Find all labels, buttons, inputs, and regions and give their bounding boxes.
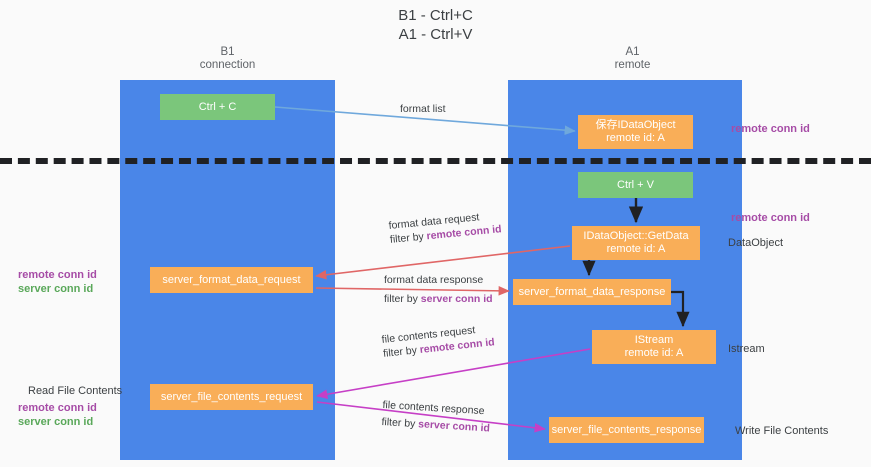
lane-header-b1: B1 connection <box>150 46 305 72</box>
caption-read-file-contents: Read File Contents <box>28 385 123 397</box>
label-format-data-response-main: format data response <box>384 274 484 286</box>
caption-left-server-conn-id-2: server conn id <box>18 416 94 428</box>
label-format-data-response-filter: filter by server conn id <box>384 292 493 306</box>
label-format-data-request: format data request filter by remote con… <box>388 208 502 247</box>
filter-prefix: filter by <box>389 230 428 246</box>
lane-b1-subtitle: connection <box>199 59 256 71</box>
title-line-1: B1 - Ctrl+C <box>398 7 473 24</box>
filter-prefix: filter by <box>382 344 421 360</box>
caption-istream: Istream <box>728 343 765 355</box>
caption-left-conn-ids-2: remote conn id server conn id <box>18 401 97 429</box>
node-ctrl-c-label: Ctrl + C <box>198 100 237 113</box>
lane-a1-subtitle: remote <box>614 59 651 71</box>
diagram-title: B1 - Ctrl+C A1 - Ctrl+V <box>0 6 871 44</box>
filter-value-server-conn-id: server conn id <box>420 293 493 305</box>
lane-b1-title: B1 <box>220 46 235 58</box>
node-server-file-contents-request-label: server_file_contents_request <box>160 390 303 403</box>
node-istream[interactable]: IStream remote id: A <box>592 330 716 364</box>
node-server-file-contents-request[interactable]: server_file_contents_request <box>150 384 313 410</box>
node-getdata-line1: IDataObject::GetData <box>583 230 689 242</box>
caption-dataobject: DataObject <box>728 237 784 249</box>
node-server-format-data-request-label: server_format_data_request <box>162 273 301 286</box>
node-server-format-data-response[interactable]: server_format_data_response <box>513 279 671 305</box>
node-ctrl-v[interactable]: Ctrl + V <box>578 172 693 198</box>
caption-left-remote-conn-id-2: remote conn id <box>18 402 97 414</box>
caption-left-conn-ids-1: remote conn id server conn id <box>18 268 97 296</box>
label-file-contents-request: file contents request filter by remote c… <box>381 321 495 361</box>
filter-prefix: filter by <box>381 415 419 431</box>
caption-left-remote-conn-id-1: remote conn id <box>18 269 97 281</box>
node-server-format-data-response-label: server_format_data_response <box>518 285 666 298</box>
label-format-list: format list <box>400 102 446 116</box>
node-server-format-data-request[interactable]: server_format_data_request <box>150 267 313 293</box>
lane-a1-title: A1 <box>625 46 640 58</box>
node-save-idataobject-line1: 保存IDataObject <box>595 119 676 131</box>
node-ctrl-v-label: Ctrl + V <box>617 178 654 191</box>
node-istream-line2: remote id: A <box>624 347 684 359</box>
label-file-contents-response-filter: filter by server conn id <box>381 415 490 436</box>
title-line-2: A1 - Ctrl+V <box>398 26 473 43</box>
node-server-file-contents-response-label: server_file_contents_response <box>551 423 702 436</box>
label-format-list-text: format list <box>400 103 446 115</box>
caption-remote-conn-id-mid: remote conn id <box>731 212 810 224</box>
node-save-idataobject[interactable]: 保存IDataObject remote id: A <box>578 115 693 149</box>
lane-header-a1: A1 remote <box>555 46 710 72</box>
filter-prefix: filter by <box>384 293 421 305</box>
node-server-file-contents-response[interactable]: server_file_contents_response <box>549 417 704 443</box>
caption-left-server-conn-id-1: server conn id <box>18 283 94 295</box>
node-idataobject-getdata[interactable]: IDataObject::GetData remote id: A <box>572 226 700 260</box>
caption-remote-conn-id-top: remote conn id <box>731 123 810 135</box>
node-getdata-line2: remote id: A <box>606 243 666 255</box>
node-ctrl-c[interactable]: Ctrl + C <box>160 94 275 120</box>
phase-divider <box>0 158 871 164</box>
filter-value-server-conn-id: server conn id <box>417 418 491 435</box>
label-format-data-response: format data response filter by server co… <box>384 273 493 306</box>
node-save-idataobject-line2: remote id: A <box>606 132 665 144</box>
label-file-contents-response: file contents response filter by server … <box>381 398 491 436</box>
caption-write-file-contents: Write File Contents <box>735 425 829 437</box>
node-istream-line1: IStream <box>634 334 674 346</box>
